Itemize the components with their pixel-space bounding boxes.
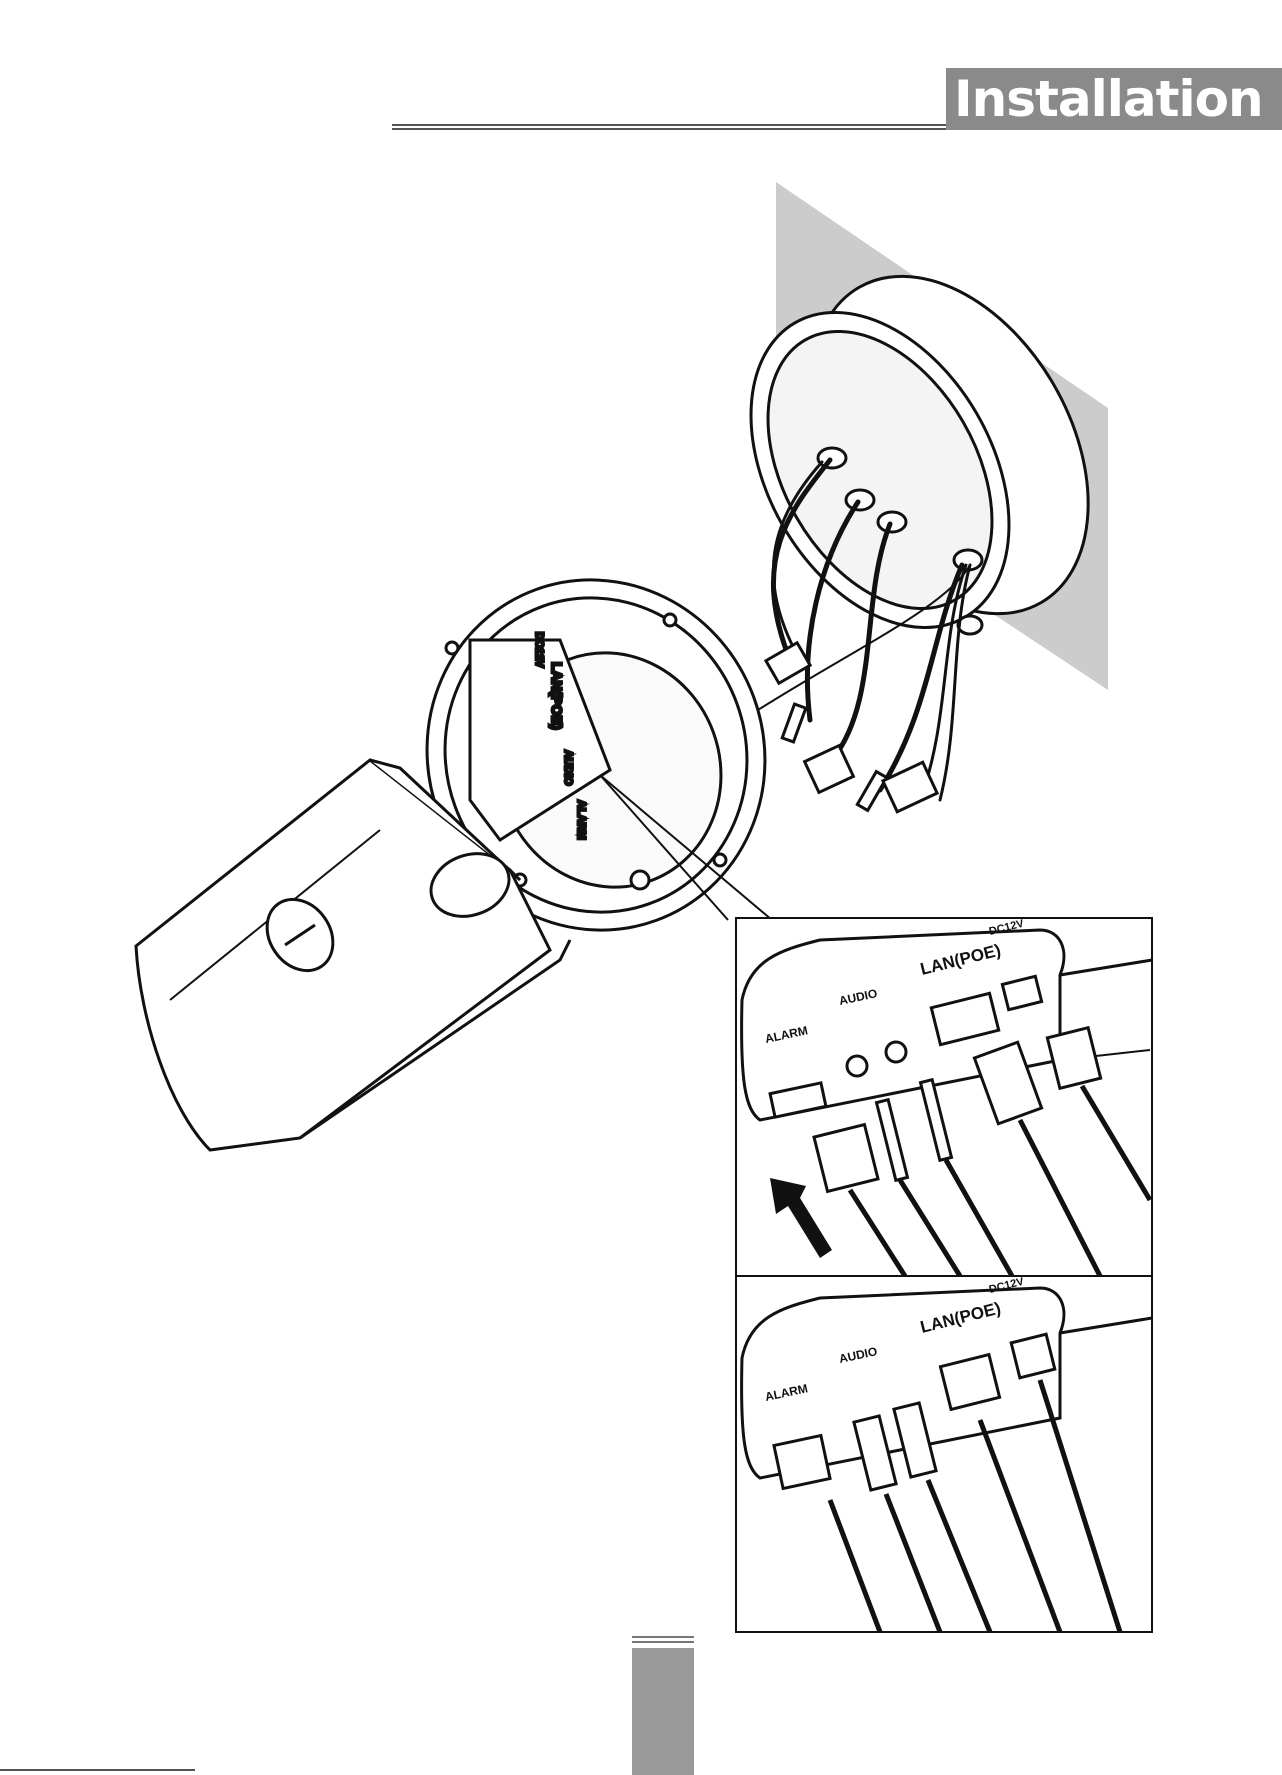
base-lan-label: LAN(POE) bbox=[549, 662, 565, 730]
base-dc-label: DC12V bbox=[533, 632, 545, 668]
detail-panel-before: ALARM AUDIO LAN(POE) DC12V bbox=[736, 918, 1152, 1276]
page-tab bbox=[632, 1648, 694, 1775]
base-audio-label: AUDIO bbox=[562, 750, 574, 786]
footer-left-rule bbox=[0, 1769, 195, 1771]
audio-out-jack bbox=[886, 1042, 906, 1062]
detail-panel-after: ALARM AUDIO LAN(POE) DC12V bbox=[736, 1276, 1152, 1632]
audio-in-jack bbox=[847, 1056, 867, 1076]
footer-rule bbox=[632, 1636, 694, 1646]
base-alarm-label: ALARM bbox=[575, 800, 587, 840]
